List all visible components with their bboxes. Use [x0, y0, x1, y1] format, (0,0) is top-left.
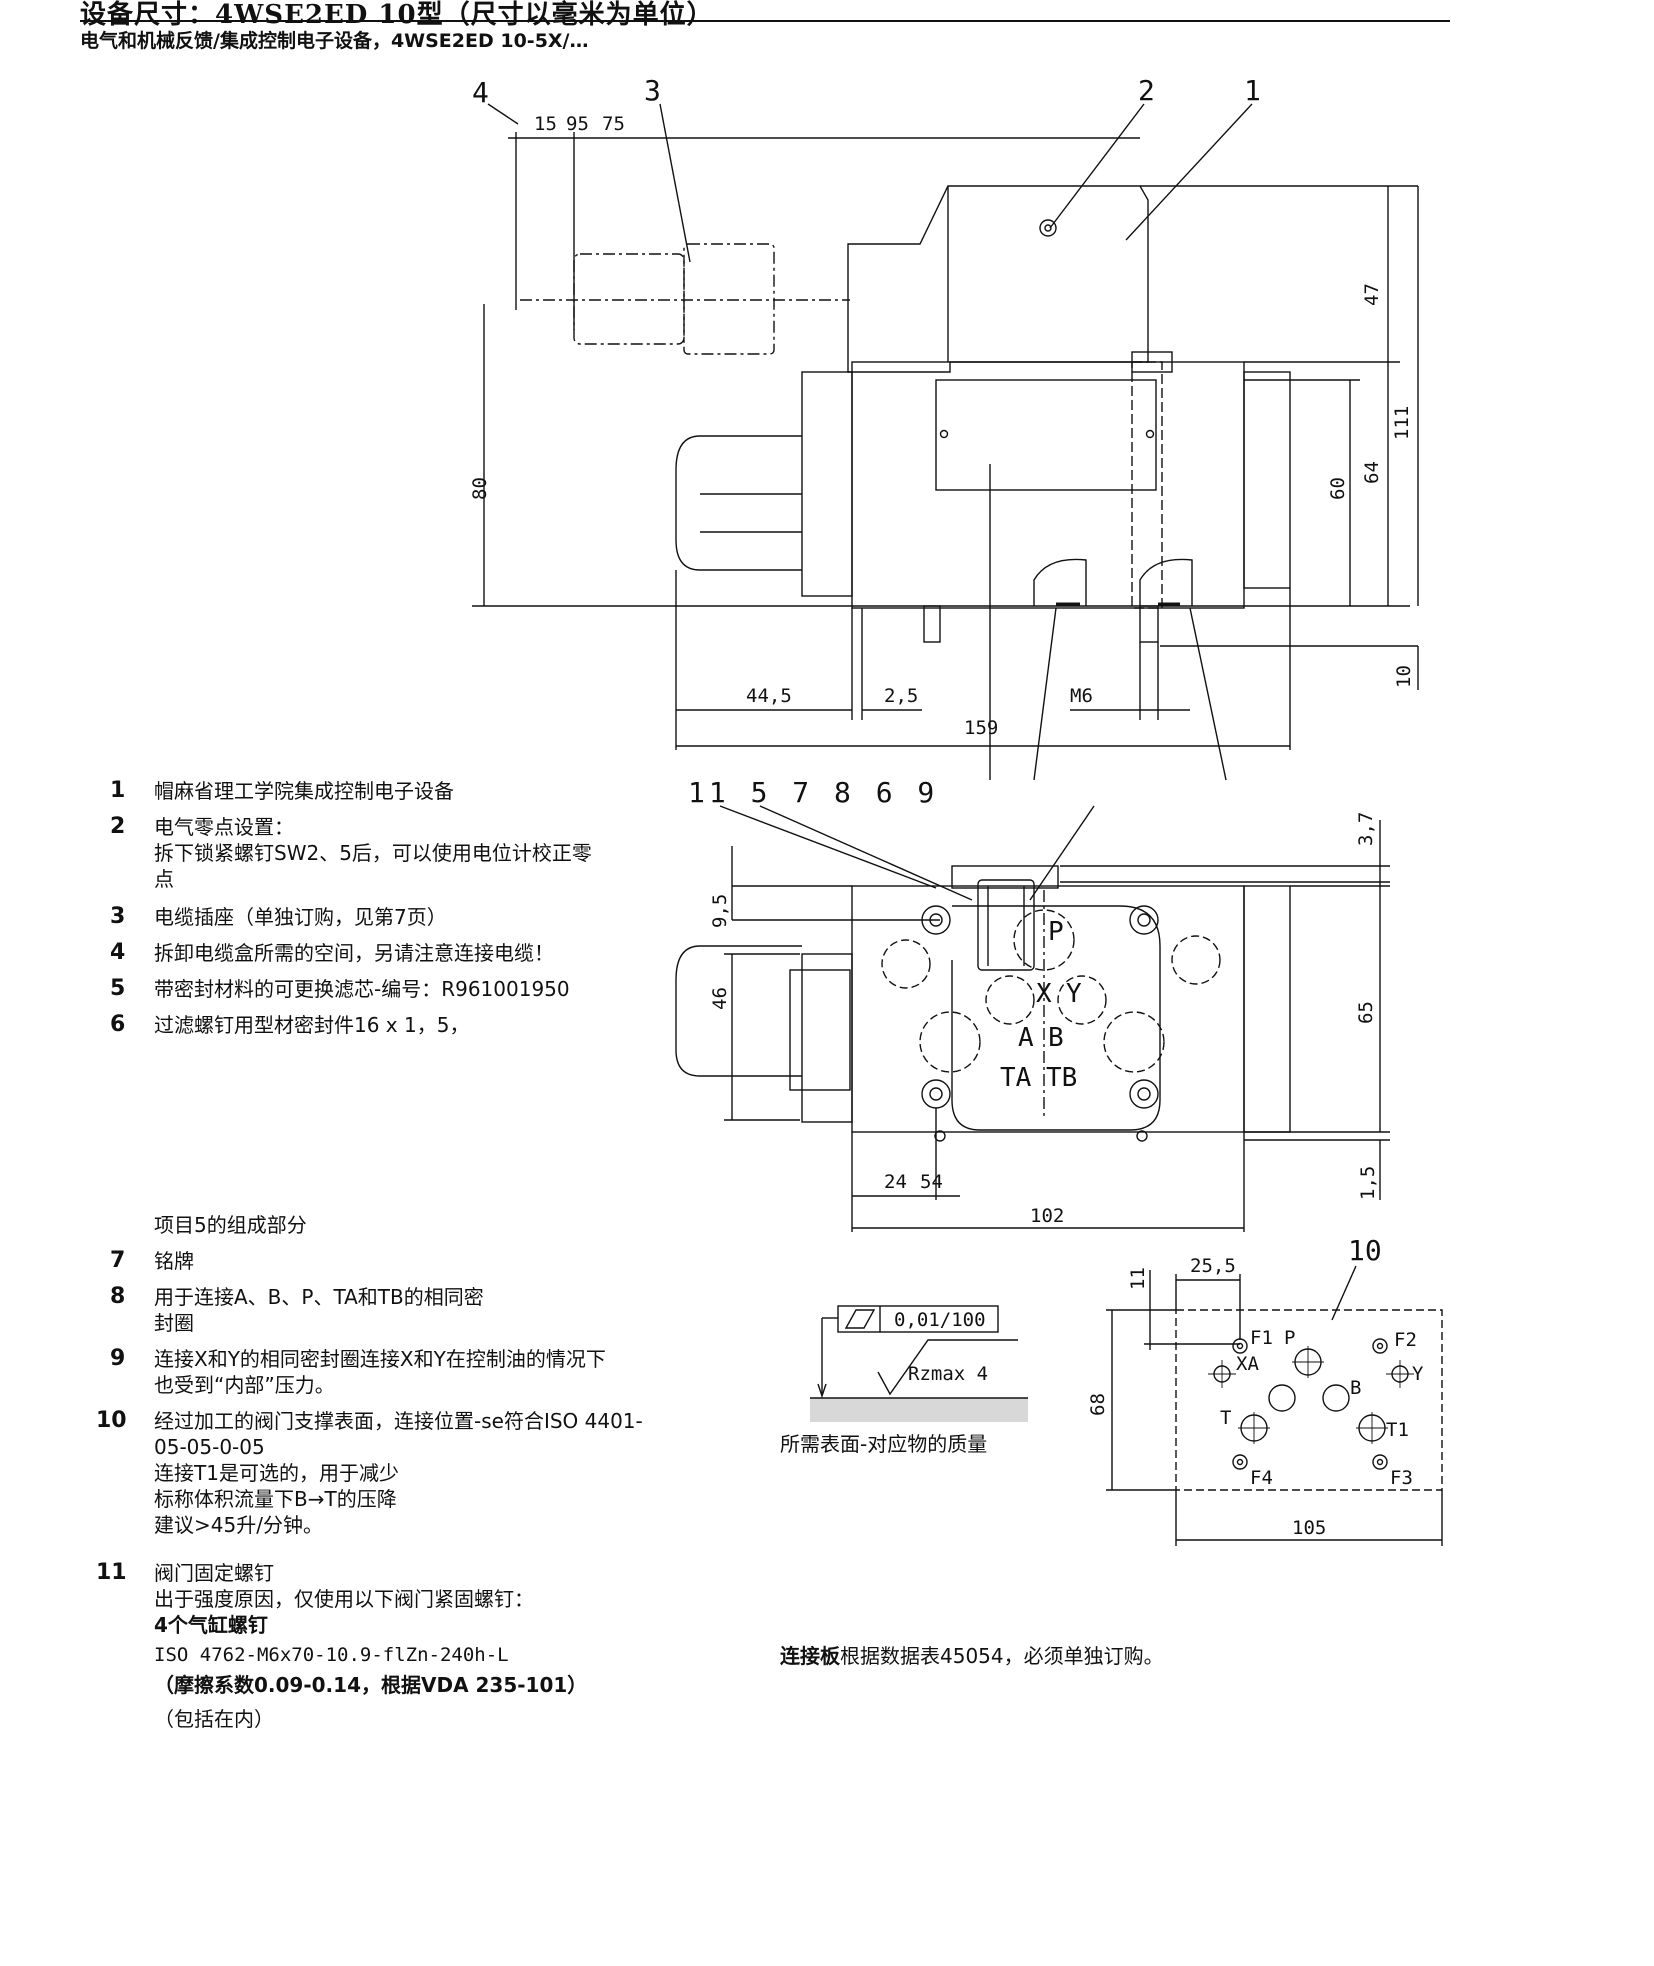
- dim-47: 47: [1361, 283, 1383, 306]
- header-rule: [80, 20, 1450, 22]
- dim-105: 105: [1292, 1517, 1326, 1539]
- legend-text: ISO 4762-M6x70-10.9-flZn-240h-L: [154, 1644, 509, 1666]
- dim-9-5: 9,5: [709, 894, 731, 928]
- callout-4: 4: [472, 76, 489, 109]
- legend-num: 8: [110, 1284, 126, 1309]
- plate-t1: T1: [1386, 1419, 1409, 1441]
- legend-num: 9: [110, 1346, 126, 1371]
- legend-num: 1: [110, 778, 126, 803]
- legend-num: 2: [110, 814, 126, 839]
- plate-b: B: [1350, 1377, 1361, 1399]
- page-subtitle: 电气和机械反馈/集成控制电子设备，4WSE2ED 10-5X/…: [80, 30, 589, 52]
- port-b: B: [1048, 1023, 1064, 1053]
- dim-102: 102: [1030, 1205, 1064, 1227]
- callout-1: 1: [1244, 74, 1261, 107]
- roughness-value: Rzmax 4: [908, 1363, 988, 1385]
- dim-10: 10: [1393, 665, 1415, 688]
- dim-65: 65: [1355, 1001, 1377, 1024]
- legend-text: 帽麻省理工学院集成控制电子设备: [154, 779, 454, 803]
- dim-54: 54: [920, 1171, 943, 1193]
- flatness-value: 0,01/100: [894, 1309, 986, 1331]
- legend-text: 带密封材料的可更换滤芯-编号：R961001950: [154, 977, 570, 1001]
- legend-text-bold: （摩擦系数0.09-0.14，根据VDA 235-101）: [154, 1673, 588, 1697]
- plate-xa: XA: [1236, 1353, 1259, 1375]
- legend-text: 出于强度原因，仅使用以下阀门紧固螺钉：: [154, 1587, 534, 1611]
- legend-text: （包括在内）: [154, 1707, 274, 1731]
- dim-25-5: 25,5: [1190, 1255, 1236, 1277]
- legend-text: 经过加工的阀门支撑表面，连接位置-se符合ISO 4401- 05-05-0-0…: [154, 1409, 643, 1537]
- dim-159: 159: [964, 717, 998, 739]
- port-tb: TB: [1046, 1063, 1077, 1093]
- dim-3-7: 3,7: [1355, 812, 1377, 846]
- dim-80: 80: [469, 477, 491, 500]
- subplate-note-rest: 根据数据表45054，必须单独订购。: [840, 1644, 1164, 1668]
- surface-caption: 所需表面-对应物的质量: [780, 1432, 988, 1456]
- plate-y: Y: [1412, 1363, 1424, 1385]
- dim-15: 15: [534, 113, 557, 135]
- plate-f3: F3: [1390, 1467, 1413, 1489]
- dim-60: 60: [1327, 477, 1349, 500]
- dim-24: 24: [884, 1171, 907, 1193]
- plate-f1: F1: [1250, 1327, 1273, 1349]
- callout-10: 10: [1348, 1234, 1382, 1267]
- dim-64: 64: [1361, 461, 1383, 484]
- legend-text: 铭牌: [154, 1249, 194, 1273]
- port-p: P: [1048, 917, 1064, 947]
- legend-text: 阀门固定螺钉: [154, 1561, 274, 1585]
- plate-f2: F2: [1394, 1329, 1417, 1351]
- port-y: Y: [1066, 979, 1082, 1009]
- legend-num: 6: [110, 1012, 126, 1037]
- plate-p: P: [1284, 1327, 1295, 1349]
- callout-3: 3: [644, 74, 661, 107]
- dim-m6: M6: [1070, 685, 1093, 707]
- port-a: A: [1018, 1023, 1034, 1053]
- dim-1-5: 1,5: [1357, 1166, 1379, 1200]
- legend-text: 电缆插座（单独订购，见第7页）: [154, 905, 447, 929]
- legend-num: 7: [110, 1248, 126, 1273]
- legend-num: 10: [96, 1408, 127, 1433]
- legend-text-bold: 4个气缸螺钉: [154, 1613, 268, 1637]
- top-view: 11 5 7 8 6 9: [675, 776, 1390, 1232]
- legend-text: 拆卸电缆盒所需的空间，另请注意连接电缆！: [154, 941, 554, 965]
- port-ta: TA: [1000, 1063, 1032, 1093]
- plate-t: T: [1220, 1407, 1231, 1429]
- dim-2-5: 2,5: [884, 685, 918, 707]
- surface-quality-symbol: 0,01/100 Rzmax 4: [810, 1305, 1028, 1422]
- legend-num: 3: [110, 904, 126, 929]
- header-top-partial: 设备尺寸：4WSE2ED 10型（尺寸以毫米为单位）: [80, 0, 714, 30]
- dim-75: 75: [602, 113, 625, 135]
- dim-95: 95: [566, 113, 589, 135]
- dim-46: 46: [709, 987, 731, 1010]
- dim-111: 111: [1391, 406, 1413, 440]
- legend-text: 连接X和Y的相同密封圈连接X和Y在控制油的情况下 也受到“内部”压力。: [154, 1347, 606, 1397]
- dim-11: 11: [1127, 1267, 1149, 1290]
- dim-44-5: 44,5: [746, 685, 792, 707]
- subplate-view: 10 68 11 25,5 105: [1087, 1234, 1443, 1546]
- top-view-callouts: 11 5 7 8 6 9: [688, 776, 938, 809]
- plate-f4: F4: [1250, 1467, 1273, 1489]
- legend-text: 用于连接A、B、P、TA和TB的相同密 封圈: [154, 1285, 484, 1335]
- legend-text: 过滤螺钉用型材密封件16 x 1，5，: [154, 1013, 470, 1037]
- legend-text: 项目5的组成部分: [154, 1213, 307, 1237]
- dim-68: 68: [1087, 1393, 1109, 1416]
- legend-num: 11: [96, 1560, 127, 1585]
- legend-text: 电气零点设置： 拆下锁紧螺钉SW2、5后，可以使用电位计校正零 点: [154, 815, 592, 891]
- subplate-note-bold: 连接板: [780, 1644, 840, 1668]
- legend-num: 4: [110, 940, 126, 965]
- side-view: 4 3 2 1 15 95 75: [469, 74, 1419, 781]
- legend-num: 5: [110, 976, 126, 1001]
- subplate-note: 连接板根据数据表45054，必须单独订购。: [780, 1640, 1164, 1669]
- callout-2: 2: [1138, 74, 1155, 107]
